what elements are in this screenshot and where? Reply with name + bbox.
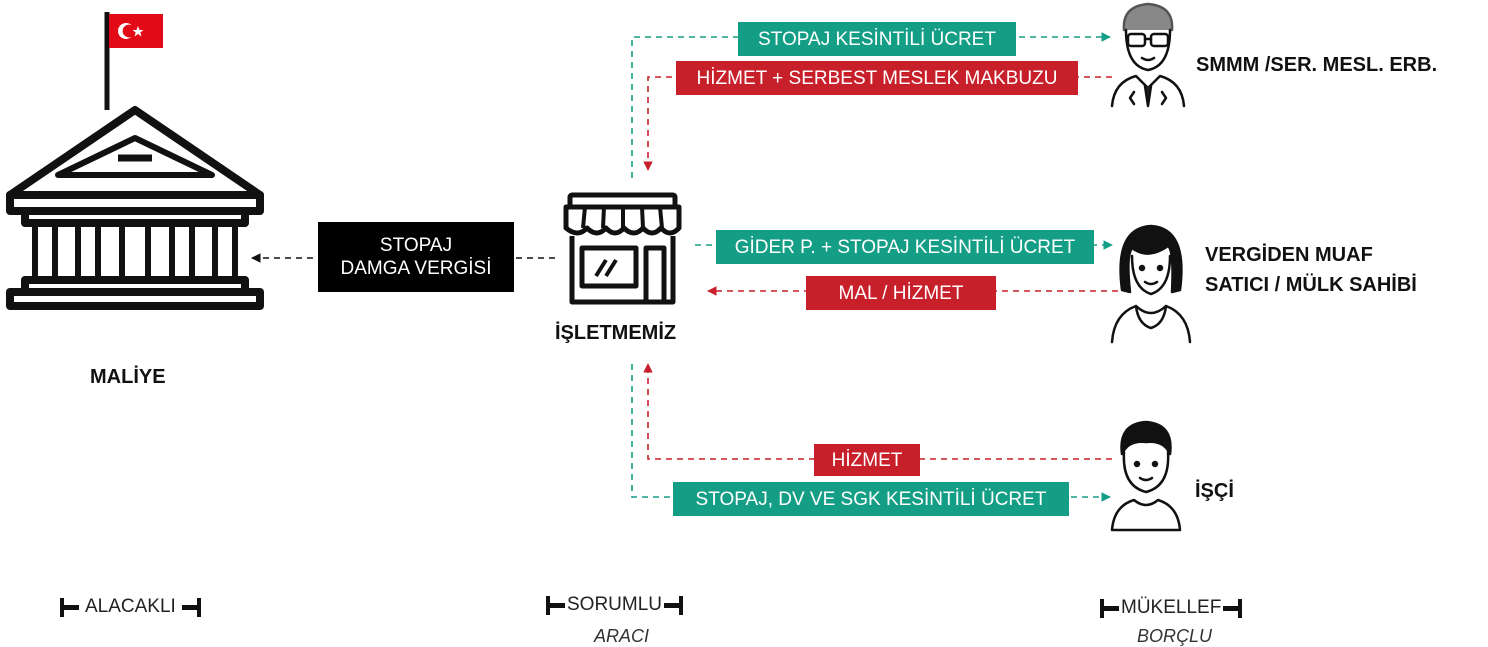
bracket-right	[181, 597, 201, 617]
bracket-right	[1223, 598, 1243, 618]
woman-icon	[1110, 224, 1192, 344]
role-sorumlu-text: SORUMLU	[567, 594, 663, 615]
accountant-icon	[1110, 2, 1186, 108]
isci-payment-label: STOPAJ, DV VE SGK KESİNTİLİ ÜCRET	[673, 482, 1069, 516]
tax-flow-label-line2: DAMGA VERGİSİ	[340, 258, 492, 279]
smmm-label: SMMM /SER. MESL. ERB.	[1196, 54, 1438, 76]
worker-icon	[1110, 420, 1182, 532]
bracket-left	[60, 597, 79, 617]
isci-service-label: HİZMET	[814, 444, 920, 476]
smmm-receipt-label: HİZMET + SERBEST MESLEK MAKBUZU	[676, 61, 1078, 95]
bracket-left	[1100, 598, 1119, 618]
smmm-payment-arrow	[631, 32, 1111, 178]
isletme-label: İŞLETMEMİZ	[555, 322, 677, 344]
role-mukellef-text: MÜKELLEF	[1121, 597, 1222, 618]
muaf-label-line1: VERGİDEN MUAF	[1205, 244, 1373, 266]
bracket-right	[664, 595, 684, 615]
role-mukellef: MÜKELLEF	[1098, 597, 1244, 619]
isci-label: İŞÇİ	[1195, 480, 1234, 502]
tax-flow-label-line1: STOPAJ	[379, 235, 453, 256]
tax-flow-label: STOPAJ DAMGA VERGİSİ	[318, 222, 514, 292]
isci-service-arrow	[643, 363, 1112, 460]
muaf-label-line2: SATICI / MÜLK SAHİBİ	[1205, 274, 1417, 296]
muaf-payment-label: GİDER P. + STOPAJ KESİNTİLİ ÜCRET	[716, 230, 1094, 264]
muaf-goods-label: MAL / HİZMET	[806, 276, 996, 310]
role-mukellef-sub: BORÇLU	[1137, 626, 1213, 646]
role-sorumlu: SORUMLU	[544, 594, 685, 616]
role-sorumlu-sub: ARACI	[594, 626, 650, 646]
isci-payment-arrow	[631, 364, 1111, 502]
shop-icon	[563, 192, 682, 305]
smmm-payment-label: STOPAJ KESİNTİLİ ÜCRET	[738, 22, 1016, 56]
role-alacakli: ALACAKLI	[58, 596, 203, 618]
role-alacakli-text: ALACAKLI	[85, 596, 176, 617]
flag-icon	[104, 12, 163, 110]
maliye-label: MALİYE	[90, 366, 166, 388]
government-building-icon	[6, 12, 264, 310]
bracket-left	[546, 595, 565, 615]
